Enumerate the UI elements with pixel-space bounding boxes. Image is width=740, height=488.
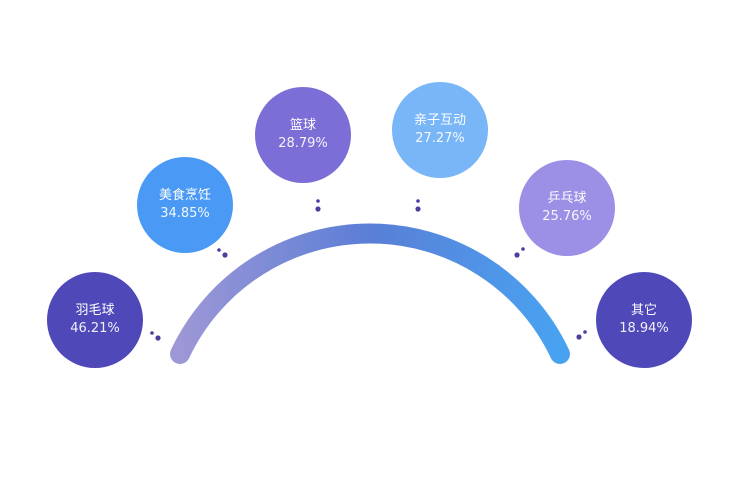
- bubble-label: 乒乓球: [547, 191, 587, 206]
- connector-dot: [514, 252, 520, 258]
- connector-dot: [155, 335, 161, 341]
- bubble-label: 篮球: [289, 118, 316, 133]
- connector-dot: [150, 331, 154, 335]
- connector-dot: [222, 252, 228, 258]
- bubble-label: 其它: [630, 303, 657, 318]
- connector-dot: [316, 199, 320, 203]
- bubble-label: 羽毛球: [75, 303, 115, 318]
- bubble-5: 其它 18.94%: [596, 272, 692, 368]
- bubble-2: 篮球 28.79%: [255, 87, 351, 183]
- connector-dot: [521, 247, 525, 251]
- connector-dot: [217, 248, 221, 252]
- bubble-label: 美食烹饪: [158, 188, 211, 203]
- bubble-value: 18.94%: [619, 321, 669, 336]
- bubble-label: 亲子互动: [413, 113, 466, 128]
- bubble-value: 25.76%: [542, 209, 592, 224]
- connector-dot: [583, 330, 587, 334]
- bubble-0: 羽毛球 46.21%: [47, 272, 143, 368]
- bubble-value: 34.85%: [160, 206, 210, 221]
- connector-dot: [576, 334, 582, 340]
- connector-dot: [416, 199, 420, 203]
- bubble-3: 亲子互动 27.27%: [392, 82, 488, 178]
- arc: [170, 223, 570, 364]
- bubble-value: 28.79%: [278, 136, 328, 151]
- bubble-value: 46.21%: [70, 321, 120, 336]
- bubble-value: 27.27%: [415, 131, 465, 146]
- bubble-1: 美食烹饪 34.85%: [137, 157, 233, 253]
- connector-dot: [415, 206, 421, 212]
- connector-dot: [315, 206, 321, 212]
- bubble-4: 乒乓球 25.76%: [519, 160, 615, 256]
